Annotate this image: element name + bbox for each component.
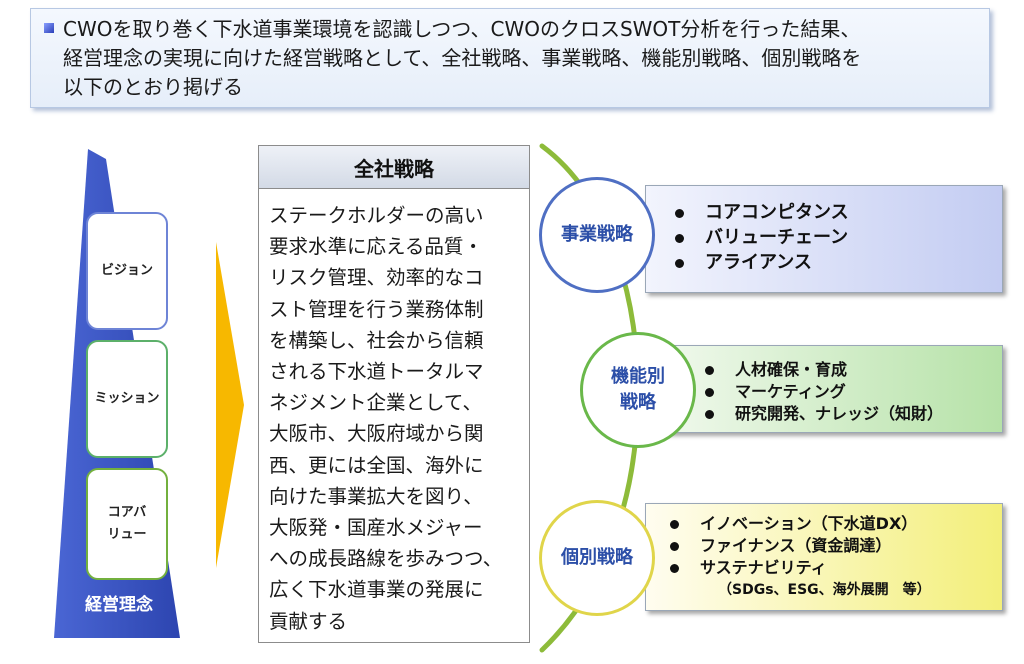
functional-strategy-name-line-1: 機能別 — [611, 366, 665, 387]
bullet-dot-icon — [705, 366, 714, 375]
arrow-right-icon — [216, 242, 244, 568]
summary-banner: CWOを取り巻く下水道事業環境を認識しつつ、CWOのクロスSWOT分析を行った結… — [30, 8, 990, 108]
bullet-dot-icon — [670, 542, 679, 551]
panel-business-strategy — [645, 185, 1003, 293]
strategy-item: イノベーション（下水道DX） — [700, 514, 918, 533]
philosophy-card-mission: ミッション — [86, 340, 168, 458]
strategy-item: ファイナンス（資金調達） — [700, 536, 892, 555]
square-bullet-icon — [44, 23, 54, 33]
bullet-dot-icon — [675, 209, 684, 218]
strategy-item: バリューチェーン — [705, 227, 849, 248]
strategy-item: アライアンス — [705, 252, 812, 273]
banner-line-1: CWOを取り巻く下水道事業環境を認識しつつ、CWOのクロスSWOT分析を行った結… — [63, 17, 861, 41]
bullet-dot-icon — [670, 520, 679, 529]
corporate-strategy-line: リスク管理、効率的なコ — [269, 266, 484, 290]
corporate-strategy-line: への成長路線を歩みつつ、 — [269, 547, 503, 571]
corporate-strategy-line: ステークホルダーの高い — [269, 204, 484, 227]
corporate-strategy-box: 全社戦略 ステークホルダーの高い要求水準に応える品質・リスク管理、効率的なコスト… — [258, 145, 530, 643]
strategy-item: マーケティング — [735, 382, 846, 401]
panel-functional-strategy — [645, 345, 1003, 433]
strategy-item: 人材確保・育成 — [735, 360, 848, 379]
functional-strategy-name-line-2: 戦略 — [620, 392, 656, 413]
bullet-dot-icon — [675, 234, 684, 243]
circle-functional-strategy: 機能別 戦略 — [580, 332, 696, 448]
corporate-strategy-line: 西、更には全国、海外に — [269, 453, 484, 477]
philosophy-label: 経営理念 — [85, 595, 153, 615]
corporate-strategy-line: 向けた事業拡大を図り、 — [269, 484, 483, 508]
bullet-dot-icon — [675, 259, 684, 268]
corporate-strategy-line: を構築し、社会から信頼 — [269, 328, 484, 352]
panel-individual-strategy — [645, 503, 1003, 611]
strategy-item-sub: （SDGs、ESG、海外展開 等） — [718, 582, 931, 598]
vision-label: ビジョン — [100, 263, 153, 278]
business-strategy-name: 事業戦略 — [561, 224, 633, 245]
mission-label: ミッション — [94, 391, 160, 406]
circle-individual-strategy: 個別戦略 — [539, 500, 655, 616]
core-value-label-line-2: リュー — [107, 527, 147, 542]
corporate-strategy-line: 大阪市、大阪府域から関 — [269, 422, 484, 446]
strategy-item: コアコンピタンス — [705, 202, 849, 223]
corporate-strategy-line: 広く下水道事業の発展に — [269, 578, 484, 602]
core-value-label-line-1: コアバ — [107, 505, 147, 520]
strategy-item: 研究開発、ナレッジ（知財） — [735, 404, 944, 423]
corporate-strategy-line: される下水道トータルマ — [269, 360, 484, 383]
corporate-strategy-line: 貢献する — [269, 609, 348, 633]
corporate-strategy-line: 要求水準に応える品質・ — [269, 235, 483, 259]
corporate-strategy-title: 全社戦略 — [259, 146, 529, 189]
bullet-dot-icon — [705, 388, 714, 397]
philosophy-card-vision: ビジョン — [86, 212, 168, 330]
bullet-dot-icon — [670, 564, 679, 573]
individual-strategy-name: 個別戦略 — [561, 547, 633, 568]
corporate-strategy-line: 大阪発・国産水メジャー — [269, 516, 483, 539]
strategy-item: サステナビリティ — [700, 558, 827, 577]
philosophy-card-core-value: コアバ リュー — [86, 468, 168, 580]
circle-business-strategy: 事業戦略 — [539, 177, 655, 293]
corporate-strategy-line: ネジメント企業として、 — [269, 391, 482, 415]
banner-line-3: 以下のとおり掲げる — [63, 75, 243, 99]
corporate-strategy-line: スト管理を行う業務体制 — [269, 297, 484, 321]
banner-line-2: 経営理念の実現に向けた経営戦略として、全社戦略、事業戦略、機能別戦略、個別戦略を — [63, 46, 862, 70]
bullet-dot-icon — [705, 410, 714, 419]
